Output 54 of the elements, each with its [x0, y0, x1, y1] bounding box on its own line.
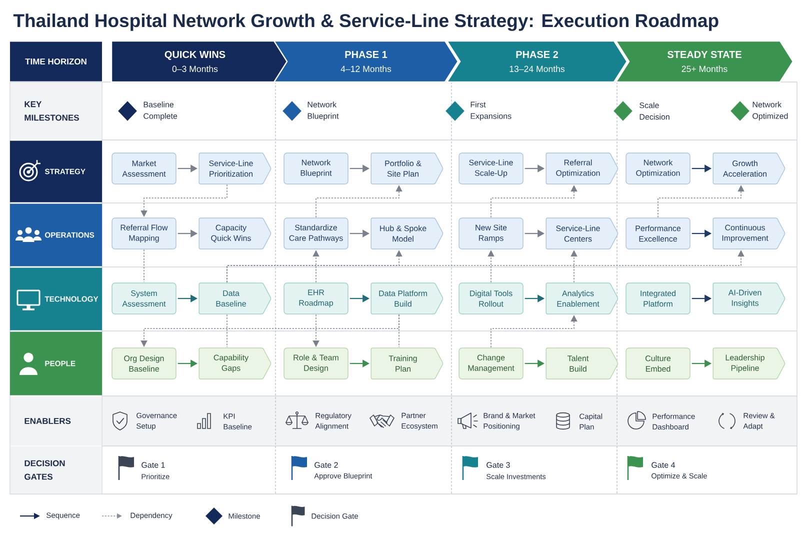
task-box: Network Optimization: [626, 152, 690, 184]
row-header: KEY MILESTONES: [10, 82, 102, 140]
milestone-label: First Expansions: [470, 102, 512, 120]
task-box: Market Assessment: [112, 152, 176, 184]
task-box: Performance Excellence: [626, 218, 690, 250]
task-box: New Site Ramps: [458, 218, 524, 250]
task-box: Standardize Care Pathways: [284, 218, 348, 250]
phase-banner: STEADY STATE 25+ Months: [614, 40, 794, 83]
gate-title: Gate 3: [486, 462, 510, 468]
dashed-line: [398, 314, 400, 348]
task-box: Org Design Baseline: [112, 348, 176, 380]
task-box: Digital Tools Rollout: [458, 282, 524, 314]
task-box: Role & Team Design: [284, 348, 348, 380]
task-box: Integrated Platform: [626, 282, 690, 314]
task-box: Capability Gaps: [198, 348, 272, 380]
gate-title: Gate 1: [142, 462, 165, 468]
task-box: Training Plan: [370, 348, 444, 380]
task-box: AI-Driven Insights: [712, 282, 786, 314]
gate-title: Gate 4: [652, 462, 675, 468]
row-header: DECISION GATES: [10, 446, 102, 494]
task-box: Data Baseline: [198, 282, 272, 314]
node-label: DECISION GATES: [24, 460, 65, 480]
milestone-label: Network Blueprint: [308, 102, 339, 120]
task-box: Talent Build: [546, 348, 618, 380]
node-label: ENABLERS: [24, 418, 71, 424]
task-box: Capacity Quick Wins: [198, 218, 272, 250]
task-box: Service-Line Scale-Up: [458, 152, 524, 184]
task-box: Change Management: [458, 348, 524, 380]
task-box: Hub & Spoke Model: [370, 218, 444, 250]
task-box: Referral Flow Mapping: [112, 218, 176, 250]
task-box: System Assessment: [112, 282, 176, 314]
row-header: ENABLERS: [10, 396, 102, 446]
phase-banner: PHASE 2 13–24 Months: [446, 40, 628, 83]
task-box: Network Blueprint: [284, 152, 348, 184]
task-box: Service-Line Prioritization: [198, 152, 272, 184]
title: Thailand Hospital Network Growth & Service-Line Strategy: Execution Roadmap: [13, 14, 718, 31]
phase-banner: QUICK WINS 0–3 Months: [110, 40, 292, 83]
task-box: Data Platform Build: [370, 282, 444, 314]
task-box: Referral Optimization: [546, 152, 618, 184]
task-box: Continuous Improvement: [712, 218, 786, 250]
task-box: Leadership Pipeline: [712, 348, 786, 380]
task-box: Analytics Enablement: [546, 282, 618, 314]
dashed-line: [226, 314, 228, 348]
gate-title: Gate 2: [314, 462, 338, 468]
task-box: EHR Roadmap: [284, 282, 348, 314]
task-box: Service-Line Centers: [546, 218, 618, 250]
milestone-label: Scale Decision: [640, 102, 670, 120]
row-header: TIME HORIZON: [10, 42, 102, 82]
milestone-label: Network Optimized: [752, 102, 788, 120]
milestone-label: Baseline Complete: [144, 102, 178, 120]
task-box: Growth Acceleration: [712, 152, 786, 184]
task-box: Culture Embed: [626, 348, 690, 380]
phase-banner: PHASE 1 4–12 Months: [272, 40, 459, 83]
task-box: Portfolio & Site Plan: [370, 152, 444, 184]
